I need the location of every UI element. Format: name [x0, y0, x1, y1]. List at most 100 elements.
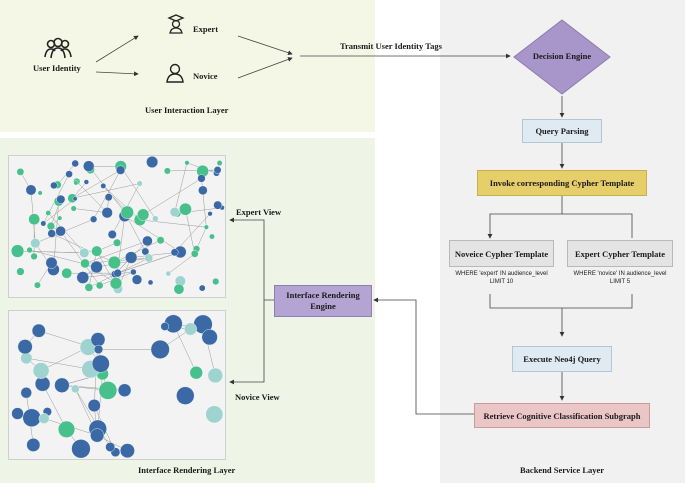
graph-node — [11, 407, 24, 420]
graph-edge — [82, 271, 134, 278]
graph-node — [179, 202, 192, 216]
graph-node — [87, 399, 101, 412]
graph-node — [113, 238, 122, 247]
graph-edge — [103, 185, 141, 221]
graph-node — [56, 194, 66, 204]
graph-edge — [174, 162, 188, 213]
expert-view-graph — [8, 155, 226, 298]
graph-node — [54, 377, 70, 393]
arrow-novice-transmit — [237, 57, 293, 79]
graph-node — [79, 247, 90, 258]
expert-where: WHERE 'novice' IN audience_level — [573, 271, 667, 277]
graph-node — [176, 386, 195, 405]
novice-view-label: Novice View — [235, 392, 280, 402]
graph-edge — [40, 346, 89, 371]
graph-edge — [51, 233, 115, 263]
graph-node — [90, 215, 98, 223]
graph-nodes — [10, 156, 225, 295]
graph-node — [93, 344, 104, 354]
graph-node — [120, 205, 134, 219]
graph-node — [55, 225, 66, 237]
graph-node — [156, 236, 165, 245]
graph-node — [37, 190, 43, 196]
graph-node — [141, 247, 150, 256]
graph-node — [147, 279, 154, 286]
expert-view-label: Expert View — [236, 207, 282, 217]
graph-node — [65, 170, 73, 178]
graph-node — [91, 354, 110, 373]
novice-label: Novice — [193, 71, 218, 81]
graph-node — [142, 235, 153, 247]
split-line-right — [562, 213, 633, 238]
decision-engine-diamond — [512, 18, 612, 96]
decision-engine-label: Decision Engine — [532, 51, 592, 61]
graph-node — [119, 443, 135, 459]
graph-node — [198, 284, 206, 292]
graph-node — [90, 260, 103, 274]
expert-limit: LIMIT 5 — [609, 279, 631, 286]
graph-edge — [114, 240, 161, 263]
graph-node — [144, 253, 154, 263]
graph-edge — [142, 178, 202, 215]
graph-node — [213, 166, 222, 174]
expert-graph-canvas — [10, 156, 225, 295]
graph-node — [80, 258, 90, 269]
graph-node — [83, 179, 90, 185]
graph-node — [38, 413, 50, 424]
novice-view-graph — [8, 310, 226, 460]
graph-node — [71, 384, 80, 394]
graph-node — [45, 210, 52, 216]
novice-where: WHERE 'expert' IN audience_level — [455, 271, 548, 277]
graph-node — [70, 205, 77, 212]
retrieve-subgraph-box: Retrieve Cognitive Classification Subgra… — [474, 403, 650, 428]
graph-node — [98, 381, 118, 400]
graph-node — [107, 255, 121, 270]
graph-node — [30, 238, 41, 249]
graph-node — [107, 230, 117, 239]
graph-node — [20, 387, 32, 399]
user-identity-icon — [43, 37, 73, 59]
graph-node — [57, 215, 63, 221]
user-interaction-layer-title: User Interaction Layer — [145, 105, 229, 115]
graph-node — [150, 339, 170, 359]
graph-node — [95, 281, 104, 290]
arrow-engine-novice — [229, 300, 265, 385]
novice-graph-canvas — [11, 314, 224, 459]
query-parsing-box: Query Parsing — [522, 119, 602, 143]
graph-node — [32, 362, 50, 379]
graph-edge — [139, 219, 207, 228]
graph-node — [61, 267, 73, 279]
graph-node — [76, 271, 90, 284]
graph-edges — [17, 162, 223, 289]
graph-node — [165, 270, 172, 277]
graph-node — [207, 367, 223, 384]
graph-node — [10, 244, 25, 258]
graph-node — [31, 323, 46, 338]
user-identity-label: User Identity — [33, 63, 81, 73]
graph-node — [22, 408, 41, 427]
graph-edge — [72, 183, 140, 199]
graph-node — [146, 156, 159, 168]
graph-node — [90, 428, 105, 443]
graph-edge — [72, 169, 121, 199]
graph-edge — [97, 373, 103, 429]
graph-node — [71, 439, 91, 459]
graph-node — [209, 233, 215, 240]
graph-node — [104, 193, 113, 202]
graph-node — [124, 251, 138, 264]
graph-node — [73, 180, 79, 186]
arrow-engine-views — [229, 217, 274, 301]
graph-edge — [96, 257, 149, 268]
graph-node — [91, 245, 103, 257]
graph-node — [28, 213, 40, 226]
novice-icon — [166, 63, 184, 83]
graph-edge — [43, 198, 76, 224]
graph-edge — [48, 212, 85, 254]
graph-edge — [167, 169, 218, 172]
graph-node — [201, 329, 218, 346]
graph-node — [197, 174, 206, 183]
graph-node — [163, 167, 171, 175]
graph-node — [26, 246, 33, 254]
graph-node — [100, 183, 107, 189]
graph-node — [130, 268, 137, 276]
